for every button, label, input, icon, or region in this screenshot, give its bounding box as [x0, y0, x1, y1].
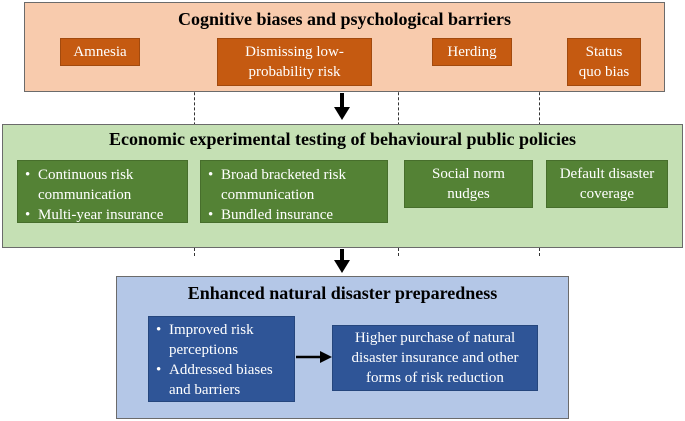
- dismissing-low-probability-risk-box: Dismissing low-probability risk: [217, 38, 372, 86]
- improved-perceptions-box: Improved risk perceptions Addressed bias…: [148, 316, 295, 402]
- bullet-multi-year-insurance: Multi-year insurance: [18, 205, 187, 225]
- amnesia-box: Amnesia: [60, 38, 140, 66]
- bullet-continuous-risk-communication: Continuous risk communication: [18, 165, 187, 205]
- arrow-middle-to-bottom: [334, 249, 350, 273]
- bullet-addressed-biases: Addressed biases and barriers: [149, 360, 294, 400]
- broad-bracketed-box: Broad bracketed risk communication Bundl…: [200, 160, 388, 225]
- status-quo-bias-box: Status quo bias: [567, 38, 641, 86]
- bullet-bundled-insurance: Bundled insurance: [201, 205, 387, 225]
- social-norm-nudges-box: Social norm nudges: [404, 160, 533, 208]
- risk-communication-box: Continuous risk communication Multi-year…: [17, 160, 188, 225]
- default-disaster-coverage-box: Default disaster coverage: [546, 160, 668, 208]
- bullet-improved-risk-perceptions: Improved risk perceptions: [149, 320, 294, 360]
- bullet-broad-bracketed-risk-communication: Broad bracketed risk communication: [201, 165, 387, 205]
- cognitive-biases-title: Cognitive biases and psychological barri…: [177, 9, 511, 29]
- disaster-preparedness-title: Enhanced natural disaster preparedness: [187, 283, 498, 303]
- experimental-testing-title: Economic experimental testing of behavio…: [109, 129, 576, 149]
- herding-box: Herding: [432, 38, 512, 66]
- higher-purchase-box: Higher purchase of natural disaster insu…: [332, 325, 538, 391]
- arrow-top-to-middle: [334, 93, 350, 120]
- arrow-left-to-right-box: [296, 351, 332, 363]
